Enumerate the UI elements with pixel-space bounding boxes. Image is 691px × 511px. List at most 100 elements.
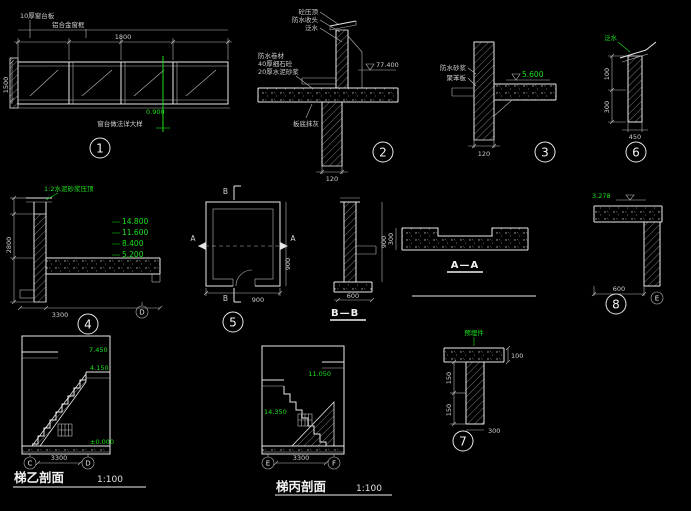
detail-8-number-bubble: 8 [605,293,627,315]
annotation-text: 防水收头 [292,15,319,24]
detail-4-linework [10,192,163,311]
elevation-text: 5.600 [522,70,544,79]
detail-6-coping-section: 泛水 100 300 450 6 [603,33,657,163]
detail-number: 7 [459,435,467,449]
section-label: A—A [451,260,479,271]
number-circle [89,137,111,159]
dimension-text: 900 [284,258,292,270]
detail-1-reference-line [156,56,170,132]
section-mark: B [223,294,228,303]
number-circle [534,141,556,163]
dimension-text: 100 [511,352,523,360]
stair-b-linework [21,335,111,466]
detail-7-linework [443,337,511,431]
dimension-text: 3300 [293,454,310,462]
axis-letter: C [28,460,33,468]
axis-letter: E [266,460,270,468]
detail-number: 5 [229,316,237,330]
section-mark: A [290,234,296,243]
scale-label: 1:100 [97,475,123,485]
detail-3-wall-section: 防水砂浆 聚苯板 5.600 120 3 [440,41,557,163]
detail-3-number-bubble: 3 [534,141,556,163]
dimension-text: 2800 [5,237,13,254]
stair-c-section: 14.350 11.050 3300 E F 梯丙剖面 1:100 [261,345,392,496]
elevation-text: 0.900 [146,108,165,116]
dimension-text: 300 [603,101,611,113]
elevation-text: ±0.000 [90,438,114,446]
dimension-text: 120 [326,175,338,183]
annotation-text: 砼压顶 [299,7,319,16]
elevation-text: 14.800 [122,217,148,226]
section-a-a: 300 A—A [387,227,536,297]
detail-number: 3 [541,146,549,160]
elevation-text: 4.150 [90,364,109,372]
detail-7-number-bubble: 7 [452,430,474,452]
annotation-text: 1:2水泥砂浆压顶 [44,184,94,193]
axis-letter: D [85,460,90,468]
number-circle [372,141,394,163]
stair-b-axis-bubble: D [81,456,95,470]
view-title: 梯乙剖面 [14,470,65,485]
stair-c-axis-bubble: E [261,456,275,470]
annotation-text: 聚苯板 [447,73,467,82]
detail-number: 6 [632,146,640,160]
detail-4-axis-bubble: D [135,305,149,319]
axis-circle [261,456,275,470]
axis-circle [81,456,95,470]
detail-6-linework [608,41,657,132]
axis-circle [327,456,341,470]
dimension-text: 900 [380,236,388,248]
section-a-a-linework [395,227,536,297]
annotation-text: 泛水 [305,23,319,32]
axis-circle [650,291,664,305]
elevation-text: 11.050 [308,370,331,378]
number-circle [605,293,627,315]
detail-4-balcony-section: 1:2水泥砂浆压顶 14.800 11.600 8.400 5.200 2800… [5,184,163,335]
detail-7-embed-section: 预埋件 100 150 150 300 7 [443,328,523,452]
elevation-text: 3.278 [592,192,611,200]
detail-number: 4 [84,318,92,332]
axis-circle [135,305,149,319]
axis-letter: D [139,309,144,317]
dimension-text: 600 [613,285,625,293]
section-b-b-linework [333,197,383,303]
detail-1-linework [9,20,232,109]
section-mark: A [190,234,196,243]
detail-number: 8 [612,298,620,312]
detail-5-number-bubble: 5 [222,311,244,333]
dimension-text: 120 [478,150,490,158]
annotation-text: 预埋件 [464,328,484,337]
dimension-text: 300 [488,427,500,435]
section-mark: B [223,187,228,196]
dimension-text: 450 [629,133,641,141]
stair-b-section: 7.450 4.150 ±0.000 3300 C D 梯乙剖面 1:100 [13,335,146,488]
stair-c-axis-bubble: F [327,456,341,470]
detail-2-parapet-section: 砼压顶 防水收头 泛水 防水卷材 40厚细石砼 20厚水泥砂浆 77.400 板… [257,7,399,183]
number-circle [452,430,474,452]
elevation-text: 77.400 [376,61,399,69]
dimension-text: 150 [445,372,453,384]
detail-1-number-bubble: 1 [89,137,111,159]
detail-5-linework [198,185,288,303]
dimension-text: 150 [445,404,453,416]
annotation-text: 20厚水泥砂浆 [258,67,299,76]
section-b-b: 900 600 B—B [330,197,388,321]
dimension-text: 1500 [2,77,10,94]
dimension-text: 300 [387,233,395,245]
annotation-text: 铝合金窗框 [52,20,85,29]
annotation-text: 板底抹灰 [293,119,320,128]
dimension-text: 600 [347,292,359,300]
elevation-text: 14.350 [264,408,287,416]
detail-number: 1 [96,142,104,156]
elevation-text: 8.400 [122,239,144,248]
annotation-text: 防水砂浆 [440,63,467,72]
stair-b-axis-bubble: C [23,456,37,470]
number-circle [625,141,647,163]
annotation-text: 10厚窗台板 [20,11,55,20]
axis-letter: F [332,460,336,468]
annotation-text: 泛水 [604,33,618,42]
detail-8-axis-bubble: E [650,291,664,305]
detail-4-number-bubble: 4 [77,313,99,335]
